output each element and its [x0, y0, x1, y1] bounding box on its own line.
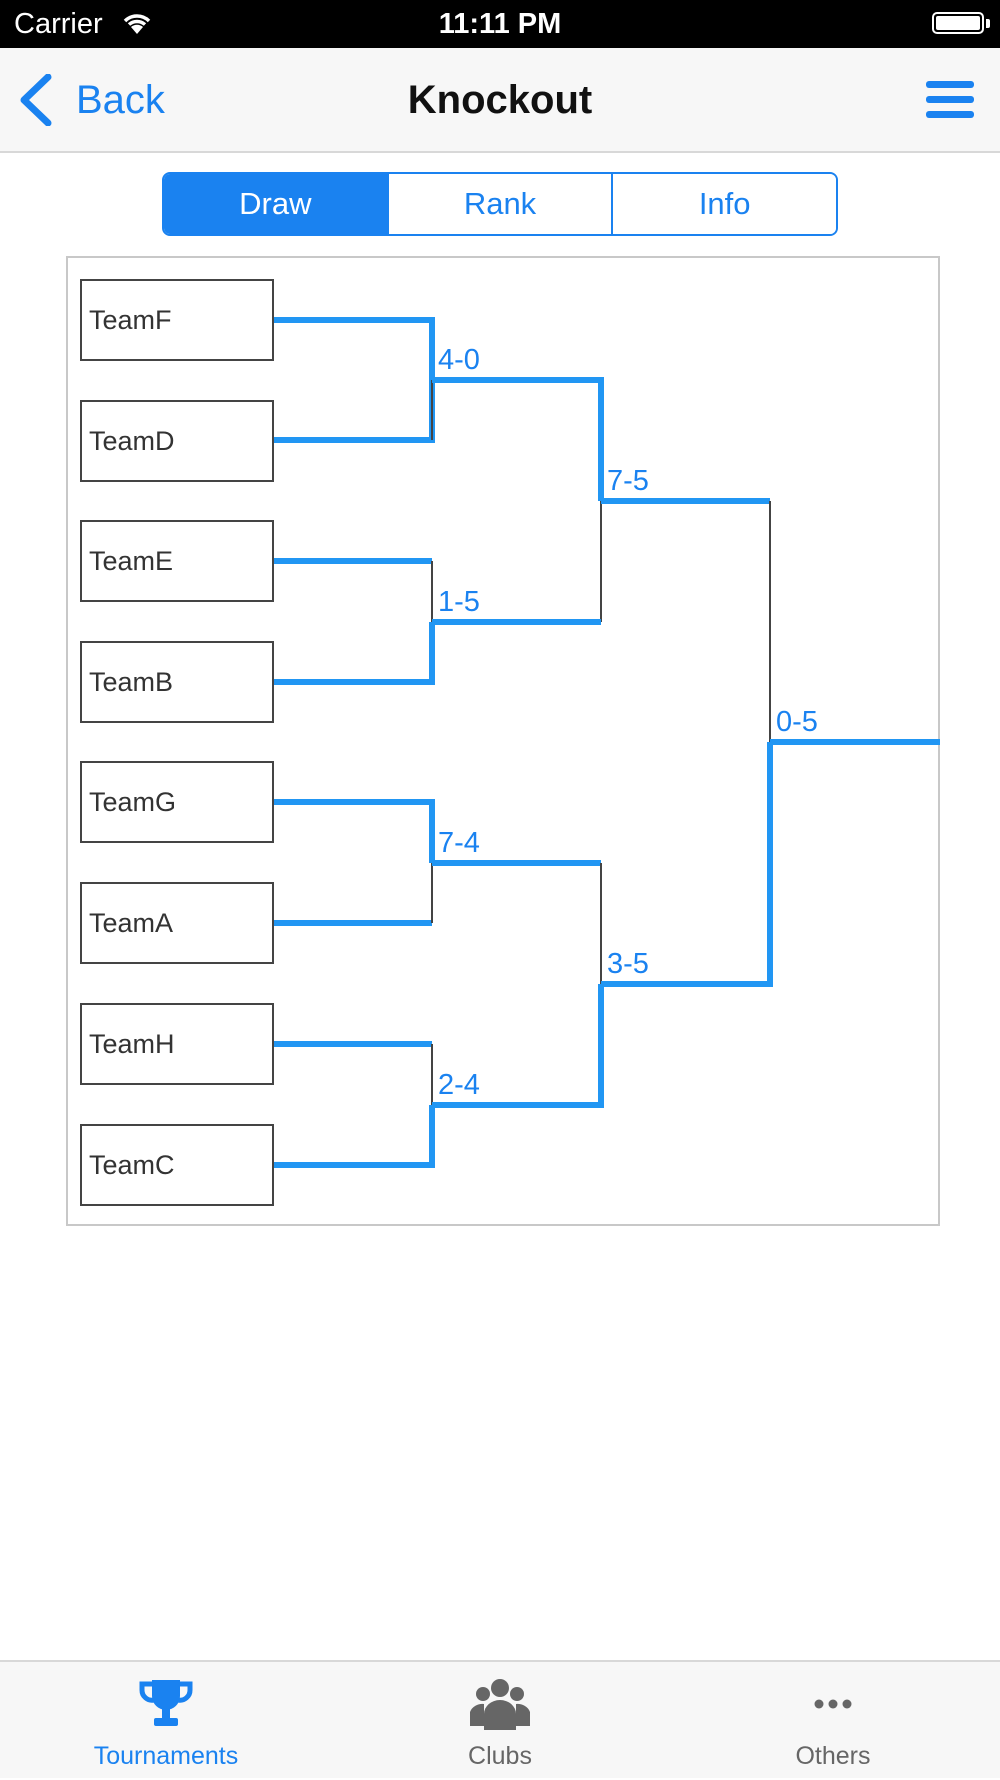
trophy-icon [139, 1680, 193, 1726]
team-box-f[interactable]: TeamF [80, 279, 274, 361]
bracket-line-teamc [274, 1105, 435, 1168]
tab-tournaments-label: Tournaments [93, 1742, 239, 1770]
score-r2-m1: 7-5 [607, 465, 649, 497]
wifi-icon [123, 14, 151, 34]
bracket-panel: TeamF TeamD TeamE TeamB TeamG TeamA Team… [66, 256, 940, 1226]
segment-info[interactable]: Info [613, 174, 836, 234]
team-box-b[interactable]: TeamB [80, 641, 274, 723]
chevron-left-icon [20, 74, 52, 126]
score-r2-m2: 3-5 [607, 948, 649, 980]
score-r1-m2: 1-5 [438, 586, 480, 618]
hamburger-menu-icon[interactable] [926, 81, 974, 121]
team-box-c[interactable]: TeamC [80, 1124, 274, 1206]
clock: 11:11 PM [438, 8, 562, 40]
back-button[interactable]: Back [18, 74, 165, 126]
bracket-line-teamf [274, 317, 435, 380]
team-box-e[interactable]: TeamE [80, 520, 274, 602]
tab-clubs-label: Clubs [468, 1742, 532, 1770]
team-box-g[interactable]: TeamG [80, 761, 274, 843]
score-final: 0-5 [776, 706, 818, 738]
bracket-line-teamd [274, 380, 435, 443]
status-bar: Carrier 11:11 PM [0, 0, 1000, 48]
segment-draw[interactable]: Draw [164, 174, 389, 234]
more-icon [814, 1699, 852, 1709]
tab-others-label: Others [795, 1742, 871, 1770]
score-r1-m3: 7-4 [438, 827, 480, 859]
tab-tournaments[interactable]: Tournaments [66, 1662, 266, 1780]
bracket-line-final-bottom [601, 742, 773, 987]
team-box-d[interactable]: TeamD [80, 400, 274, 482]
segment-rank[interactable]: Rank [388, 174, 614, 234]
battery-icon [932, 12, 984, 34]
score-r1-m4: 2-4 [438, 1069, 480, 1101]
group-icon [470, 1679, 530, 1730]
page-title: Knockout [407, 78, 593, 122]
bracket-lines [274, 317, 940, 1168]
tab-others[interactable]: Others [733, 1662, 933, 1780]
score-r1-m1: 4-0 [438, 344, 480, 376]
bracket-line-teamb [274, 622, 435, 685]
navigation-bar: Back Knockout [0, 48, 1000, 153]
carrier-label: Carrier [14, 8, 103, 40]
bracket-line-sf1-top [432, 377, 604, 501]
tab-bar: Tournaments Clubs Others [0, 1660, 1000, 1778]
segmented-control: Draw Rank Info [162, 172, 838, 236]
tab-clubs[interactable]: Clubs [400, 1662, 600, 1780]
bracket-line-sf2-bottom [432, 984, 604, 1108]
team-box-h[interactable]: TeamH [80, 1003, 274, 1085]
bracket-line-teamg [274, 799, 435, 863]
team-box-a[interactable]: TeamA [80, 882, 274, 964]
back-label: Back [76, 77, 165, 122]
